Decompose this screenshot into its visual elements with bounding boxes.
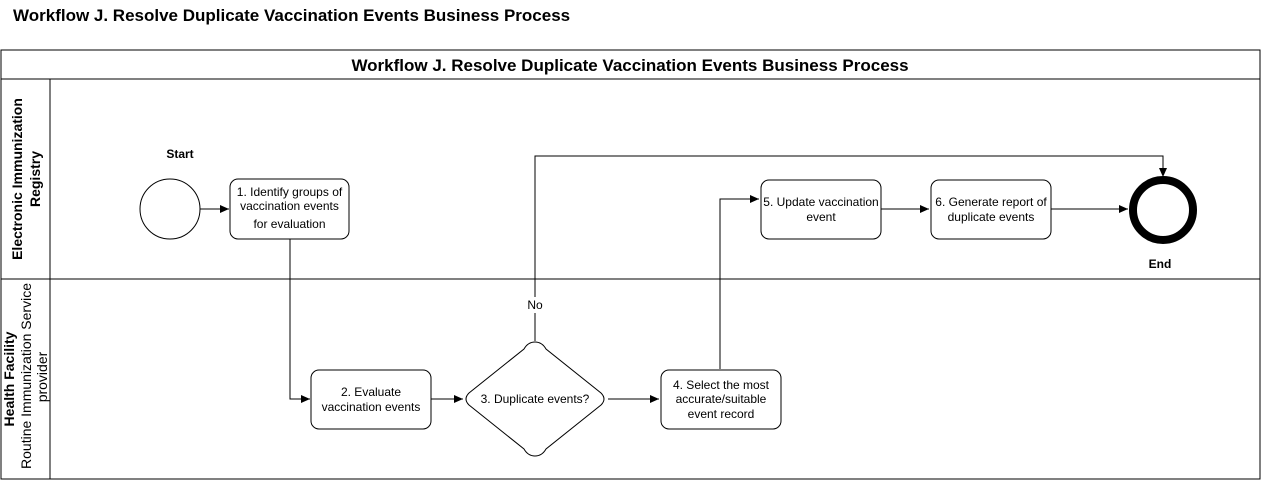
- start-label: Start: [166, 147, 193, 161]
- task-step6-line-1: 6. Generate report of: [935, 195, 1047, 209]
- edge-label-no: No: [527, 298, 543, 312]
- start-circle: [139, 178, 201, 240]
- task-step2: 2. Evaluate vaccination events: [310, 369, 432, 430]
- lane-facility-label-1: Health Facility: [1, 331, 17, 426]
- end-circle: [1129, 176, 1197, 244]
- end-event: End: [1129, 176, 1197, 271]
- pool-frame: [0, 49, 1261, 480]
- task-step1-line-3: for evaluation: [253, 217, 325, 231]
- lane-registry-label-2: Registry: [27, 151, 43, 207]
- task-step2-line-1: 2. Evaluate: [341, 385, 401, 399]
- lane-facility-label-2: Routine Immunization Service: [18, 283, 34, 469]
- task-step6: 6. Generate report of duplicate events: [930, 179, 1052, 240]
- task-step1-line-2: vaccination events: [240, 199, 339, 213]
- lane-facility-label-3: provider: [34, 351, 50, 402]
- task-step1: 1. Identify groups of vaccination events…: [229, 178, 350, 240]
- no-label-bg: [524, 297, 546, 313]
- pool-title: Workflow J. Resolve Duplicate Vaccinatio…: [351, 56, 908, 75]
- task-step5-line-2: event: [806, 210, 836, 224]
- task-step6-line-2: duplicate events: [948, 210, 1035, 224]
- task-step5: 5. Update vaccination event: [760, 179, 882, 240]
- task-step6-box: [930, 179, 1052, 240]
- task-step1-box: [229, 178, 350, 240]
- start-event: Start: [139, 147, 201, 240]
- edge-step1-to-step2: [289, 239, 310, 403]
- task-step4: 4. Select the most accurate/suitable eve…: [660, 369, 782, 430]
- task-step2-line-2: vaccination events: [322, 400, 421, 414]
- edge-step4-to-step5: [719, 195, 759, 369]
- lane-registry: Electronic Immunization Registry: [9, 98, 43, 260]
- lane-registry-label-1: Electronic Immunization: [9, 98, 25, 260]
- task-step4-box: [660, 369, 782, 430]
- end-label: End: [1149, 257, 1172, 271]
- page-title: Workflow J. Resolve Duplicate Vaccinatio…: [13, 6, 570, 25]
- task-step4-line-3: event record: [688, 407, 755, 421]
- task-step1-line-1: 1. Identify groups of: [237, 185, 343, 199]
- gateway-step3-diamond: [465, 341, 605, 457]
- task-step5-line-1: 5. Update vaccination: [763, 195, 878, 209]
- task-step5-box: [760, 179, 882, 240]
- task-step4-line-1: 4. Select the most: [673, 378, 770, 392]
- task-step4-line-2: accurate/suitable: [676, 392, 767, 406]
- edge-step3-no-to-end: [534, 155, 1167, 341]
- lane-health-facility: Health Facility Routine Immunization Ser…: [1, 283, 50, 469]
- gateway-step3-label: 3. Duplicate events?: [481, 392, 590, 406]
- gateway-step3: 3. Duplicate events?: [465, 341, 605, 457]
- task-step2-box: [310, 369, 432, 430]
